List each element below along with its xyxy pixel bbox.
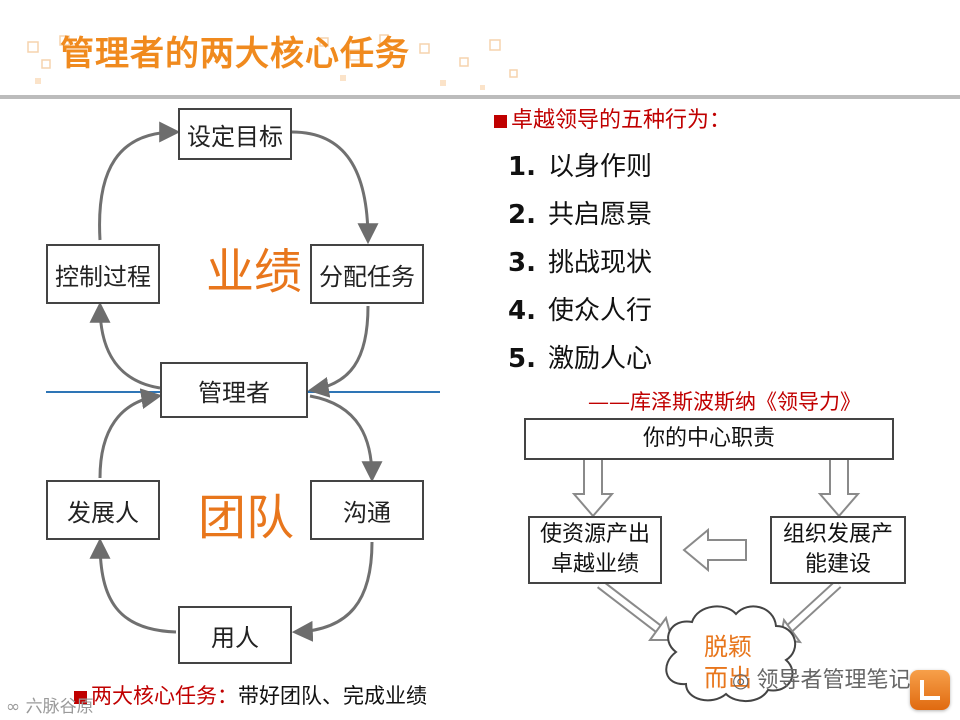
node-control-process: 控制过程	[46, 244, 160, 304]
item-text: 激励人心	[547, 344, 652, 374]
title-decoration	[27, 34, 518, 90]
label-performance: 业绩	[206, 244, 303, 300]
attribution: ——库泽斯波斯纳《领导力》	[588, 390, 861, 414]
cloud-text: 脱颖而出	[704, 633, 752, 693]
label-team: 团队	[198, 490, 295, 546]
arrow-assign-to-manager	[307, 305, 370, 398]
item-text: 共启愿景	[547, 200, 652, 230]
resource-performance-box: 使资源产出卓越业绩	[528, 516, 662, 584]
down-arrow-left	[571, 457, 615, 518]
capability-building-box: 组织发展产能建设	[770, 516, 906, 584]
leadership-heading: 卓越领导的五种行为：	[494, 102, 731, 134]
leadership-item: 5. 激励人心	[508, 338, 652, 375]
page-title: 管理者的两大核心任务	[60, 34, 410, 74]
item-text: 以身作则	[547, 152, 652, 182]
item-number: 5.	[508, 344, 536, 374]
item-text: 使众人行	[547, 296, 652, 326]
corner-logo-icon	[910, 670, 950, 710]
node-manager: 管理者	[160, 362, 308, 418]
wechat-icon: ◎	[732, 668, 750, 692]
item-number: 1.	[508, 152, 536, 182]
bullet-square-icon	[494, 114, 507, 128]
bottom-note-label: 两大核心任务：	[91, 684, 238, 708]
node-use-people: 用人	[178, 606, 292, 664]
leadership-item: 2. 共启愿景	[508, 194, 652, 231]
arrow-goal-to-assign	[291, 130, 379, 245]
arrow-use-to-develop	[89, 537, 177, 634]
arrow-control-to-goal	[98, 121, 181, 241]
arrow-manager-to-control	[89, 301, 161, 390]
node-develop-people: 发展人	[46, 480, 160, 540]
down-arrow-right	[817, 457, 861, 518]
bullet-square-icon	[74, 691, 87, 704]
node-communicate: 沟通	[310, 480, 424, 540]
arrow-manager-to-communicate	[309, 394, 383, 483]
center-duty-box: 你的中心职责	[524, 418, 894, 460]
left-arrow	[682, 527, 747, 573]
watermark-left-icon: ∞	[6, 697, 21, 717]
bottom-note-text: 带好团队、完成业绩	[238, 684, 427, 708]
node-set-goal: 设定目标	[178, 108, 292, 160]
arrow-communicate-to-use	[291, 541, 374, 642]
title-divider	[0, 95, 960, 99]
cloud-shape	[665, 605, 797, 702]
arrow-develop-to-manager	[98, 388, 163, 479]
item-number: 4.	[508, 296, 536, 326]
item-text: 挑战现状	[547, 248, 652, 278]
leadership-item: 1. 以身作则	[508, 146, 652, 183]
node-assign-tasks: 分配任务	[310, 244, 424, 304]
watermark-right: ◎ 领导者管理笔记	[732, 668, 911, 693]
item-number: 3.	[508, 248, 536, 278]
bottom-note: 两大核心任务：带好团队、完成业绩	[74, 680, 427, 710]
leadership-item: 3. 挑战现状	[508, 242, 652, 279]
leadership-item: 4. 使众人行	[508, 290, 652, 327]
leadership-heading-text: 卓越领导的五种行为：	[511, 108, 732, 133]
item-number: 2.	[508, 200, 536, 230]
watermark-left: ∞ 六脉谷原	[6, 697, 94, 717]
